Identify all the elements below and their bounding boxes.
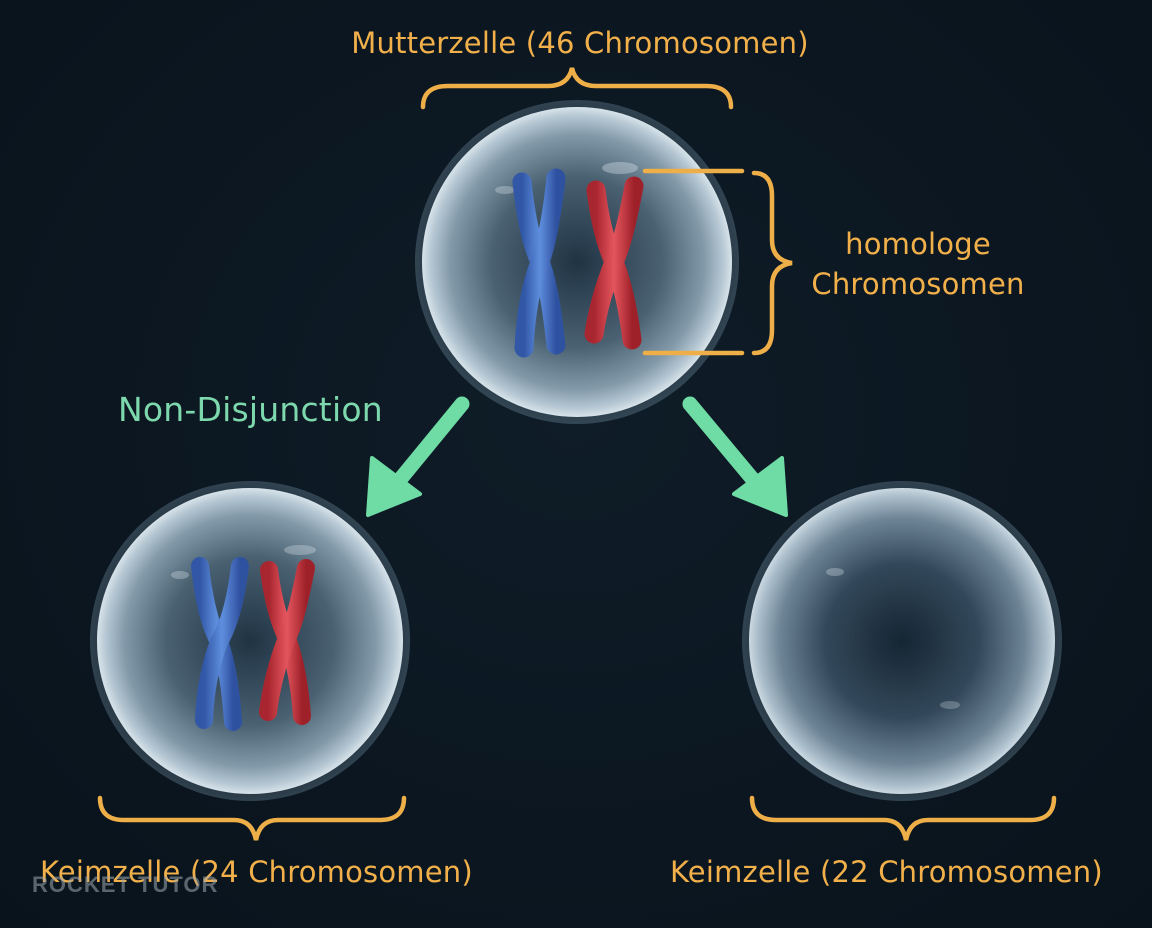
right-germ-cell — [742, 481, 1062, 801]
right-cell-highlight — [826, 568, 844, 576]
homologous-label-line2: Chromosomen — [811, 267, 1025, 301]
right-cell-highlight-2 — [940, 701, 960, 709]
right-cell-sphere-icon — [749, 488, 1055, 794]
mother-cell-sphere-icon — [422, 107, 732, 417]
left-germ-cell-label: Keimzelle (24 Chromosomen) — [40, 855, 473, 889]
left-cell-highlight-2 — [171, 571, 189, 579]
left-blue-chromosome-icon — [191, 557, 249, 731]
mother-blue-chromosome-icon — [512, 168, 566, 358]
right-arrow-down-icon — [682, 396, 788, 517]
left-red-chromosome-icon — [259, 559, 315, 725]
mother-red-chromosome-icon — [584, 176, 644, 350]
right-germ-cell-label: Keimzelle (22 Chromosomen) — [670, 855, 1103, 889]
mother-cell-highlight — [602, 162, 638, 174]
watermark-logo: ROCKET TUTOR — [32, 872, 219, 897]
non-disjunction-label: Non-Disjunction — [118, 390, 383, 429]
left-cell-highlight — [284, 545, 316, 555]
left-arrow-down-icon — [366, 396, 470, 517]
mother-cell-highlight-2 — [495, 186, 515, 194]
homologous-chromosomes-label: homologe Chromosomen — [800, 224, 1036, 304]
left-germ-cell — [90, 481, 410, 801]
mother-cell-brace-icon — [420, 67, 734, 110]
left-cell-sphere-icon — [97, 488, 403, 794]
homologous-bracket-icon — [642, 168, 793, 356]
left-cell-brace-icon — [97, 795, 407, 841]
mother-cell — [415, 100, 739, 424]
mother-cell-label: Mutterzelle (46 Chromosomen) — [351, 26, 809, 60]
homologous-label-line1: homologe — [845, 227, 991, 261]
right-cell-brace-icon — [749, 795, 1057, 841]
